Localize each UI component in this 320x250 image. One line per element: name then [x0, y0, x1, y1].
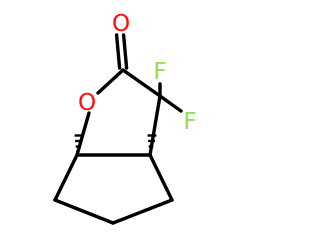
- cyclopentane-bond-2: [53, 198, 115, 225]
- atom-label-group: O O F F: [78, 11, 197, 135]
- cyclopentane-bond-4: [148, 153, 174, 202]
- ester-bond-carbonyl-to-ring-oxygen: [96, 68, 125, 95]
- carbonyl-double-bond-line-1: [121, 33, 129, 70]
- atom-fluorine-right-label: F: [183, 109, 196, 135]
- cyclopentane-bond-1: [53, 153, 79, 202]
- bond-cf2-to-fluorine-right: [158, 94, 183, 113]
- stereo-hash-group: [74, 134, 157, 154]
- bond-carbonyl-to-cf2: [121, 68, 162, 98]
- bond-group: [53, 33, 183, 225]
- bond-ring-oxygen-to-fusion-carbon: [75, 111, 91, 157]
- atom-fluorine-upper-label: F: [153, 59, 166, 85]
- cyclopentane-bond-3: [111, 198, 174, 225]
- atom-ring-oxygen-label: O: [78, 90, 96, 116]
- carbonyl-double-bond-line-2: [114, 33, 122, 70]
- bond-cf2-to-fusion-carbon: [148, 94, 162, 157]
- molecule-structure-diagram: O O F F: [53, 11, 197, 225]
- atom-carbonyl-oxygen-label: O: [112, 11, 130, 37]
